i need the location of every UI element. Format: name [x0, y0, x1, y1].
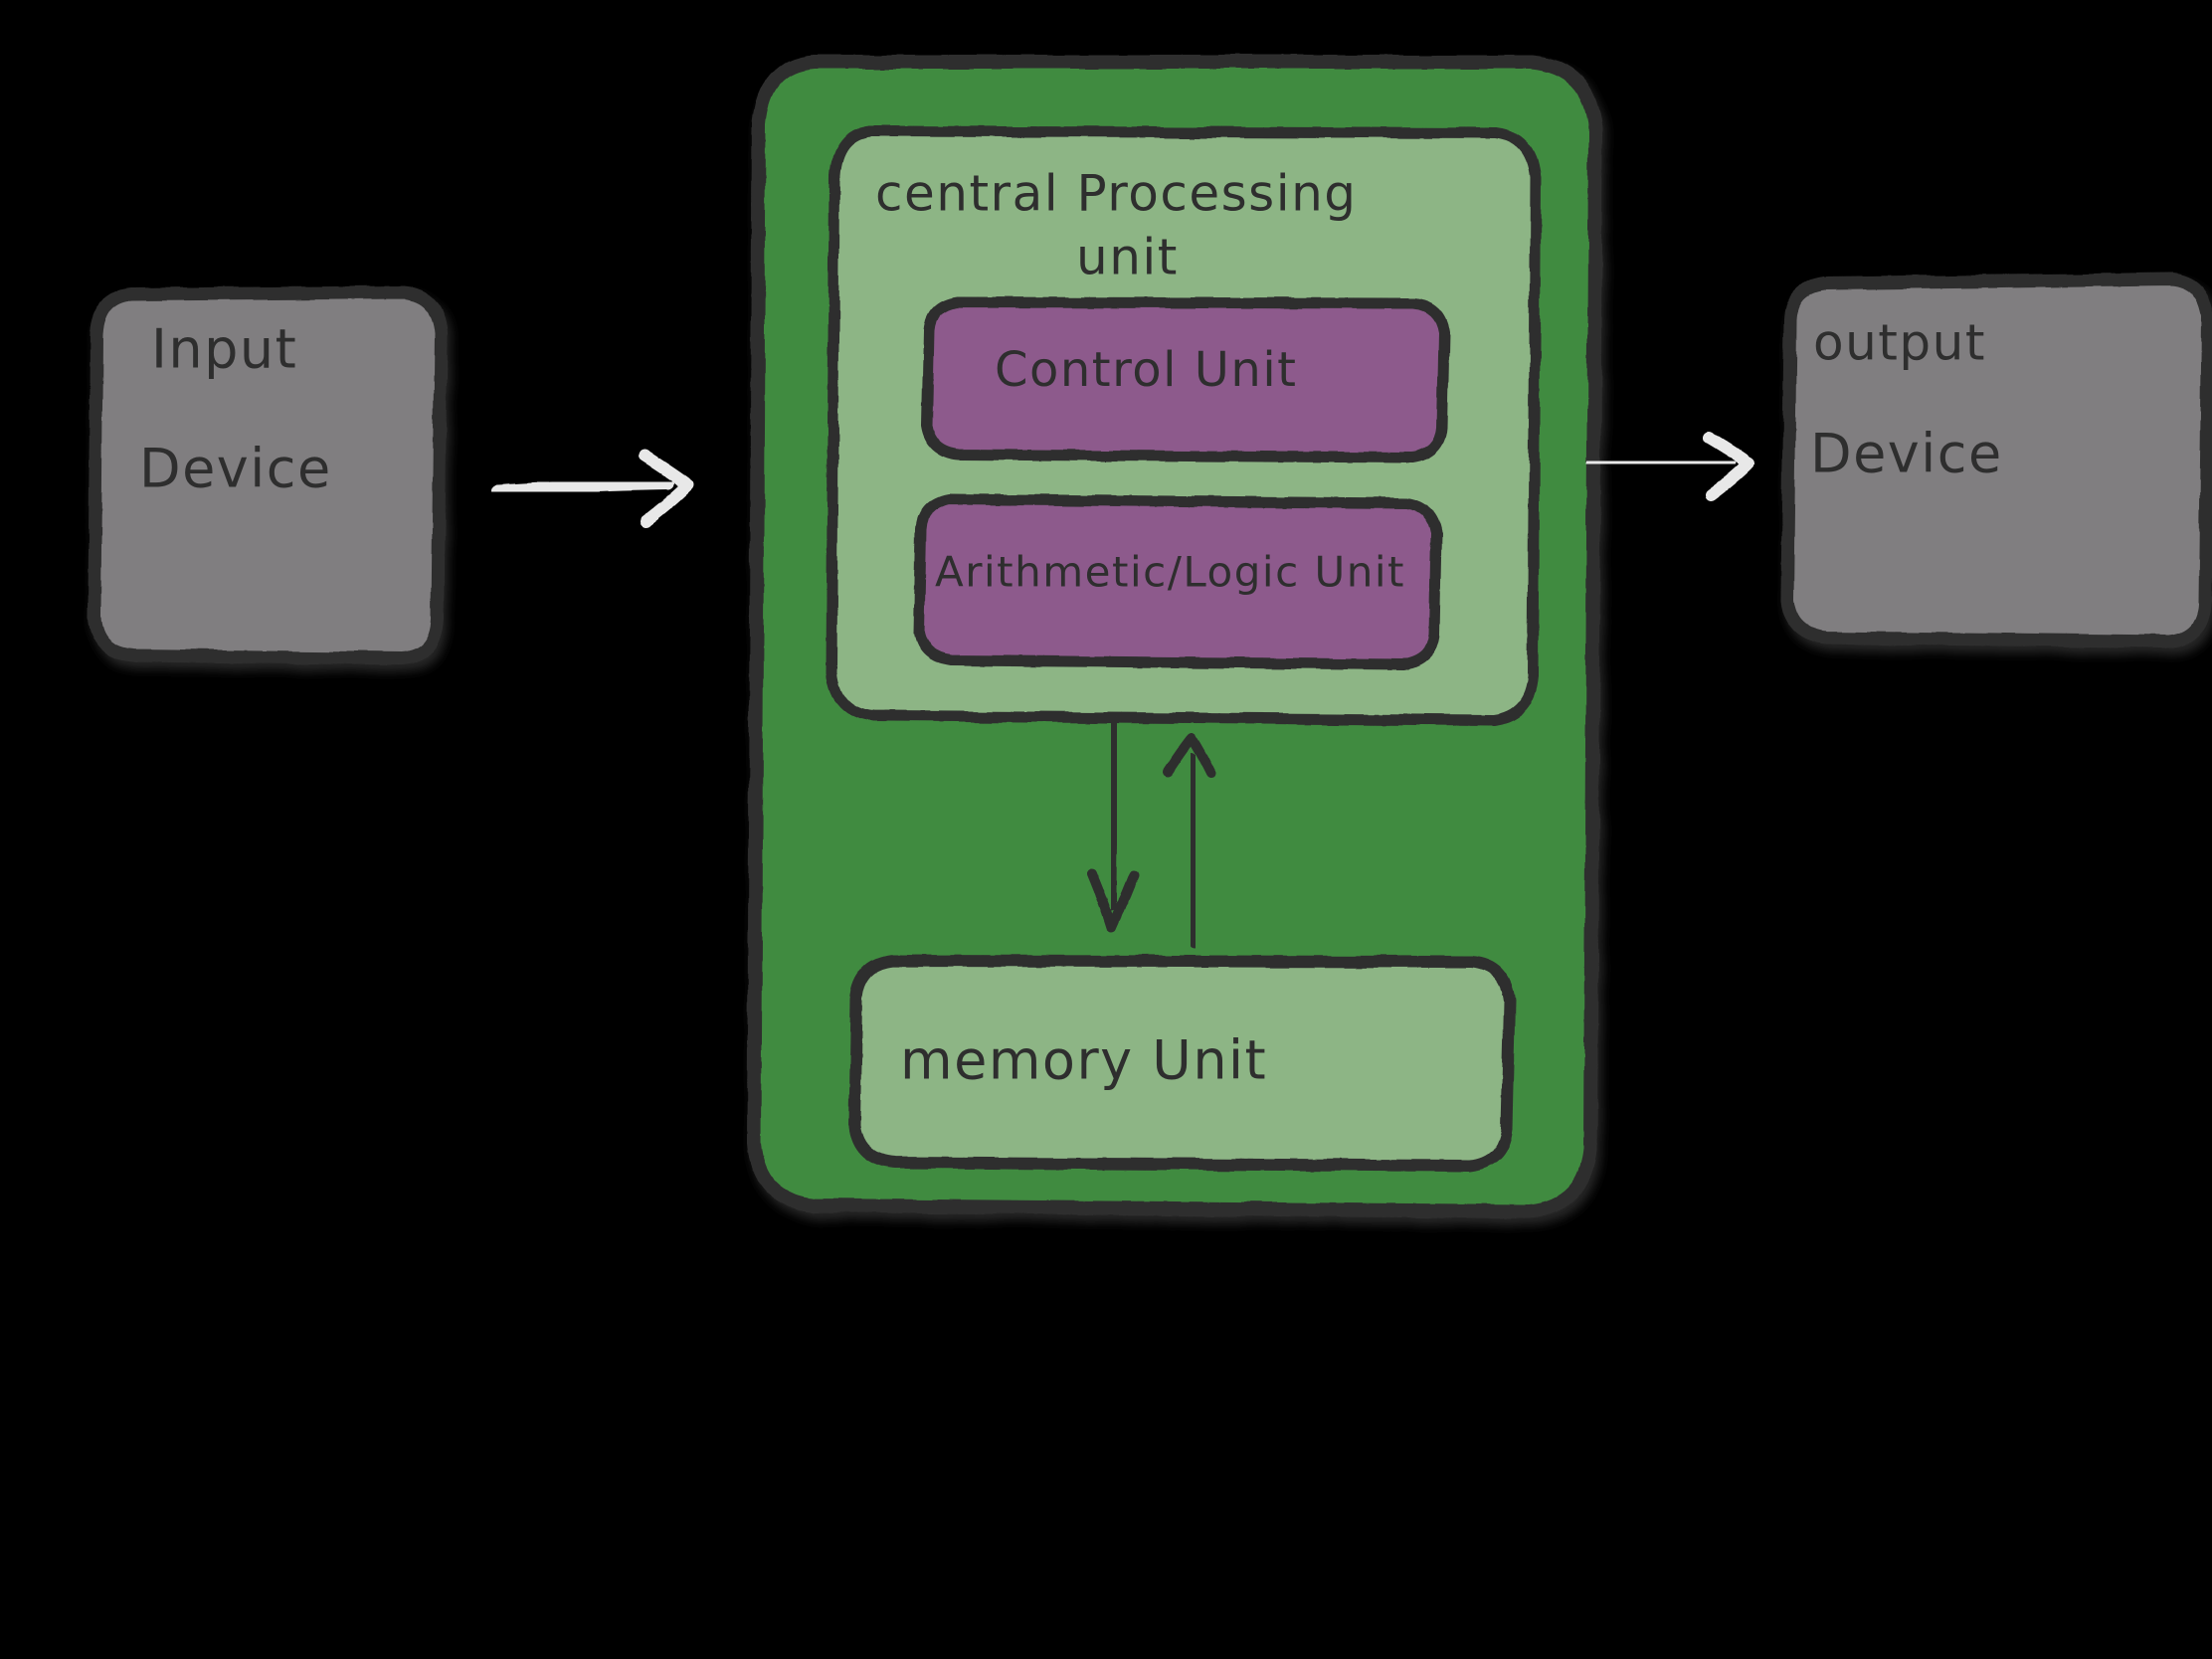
node-output-device[interactable]	[1780, 273, 2212, 648]
node-alu[interactable]	[913, 493, 1442, 670]
input-to-cpu-arrow-line	[491, 477, 674, 496]
node-input-device[interactable]	[88, 285, 448, 665]
node-memory-unit[interactable]	[848, 955, 1516, 1172]
edge-memory-to-cpu	[1163, 733, 1216, 948]
memory-to-cpu-line	[1187, 753, 1199, 948]
cpu-to-memory-line	[1107, 717, 1121, 910]
cpu-to-output-arrowhead	[1703, 432, 1754, 501]
memory-unit-shape	[848, 955, 1516, 1172]
memory-to-cpu-arrowhead	[1163, 733, 1216, 779]
edge-cpu-to-output	[1585, 432, 1754, 501]
edge-cpu-to-memory	[1087, 717, 1139, 932]
edge-input-to-cpu	[491, 450, 694, 527]
alu-shape	[913, 493, 1442, 670]
control-unit-shape	[921, 296, 1450, 463]
input-device-shape	[88, 285, 448, 665]
node-control-unit[interactable]	[921, 296, 1450, 463]
cpu-to-memory-arrowhead	[1087, 868, 1139, 932]
cpu-to-output-arrow-line	[1585, 456, 1737, 469]
output-device-shape	[1780, 273, 2212, 648]
input-to-cpu-arrowhead	[639, 450, 694, 527]
